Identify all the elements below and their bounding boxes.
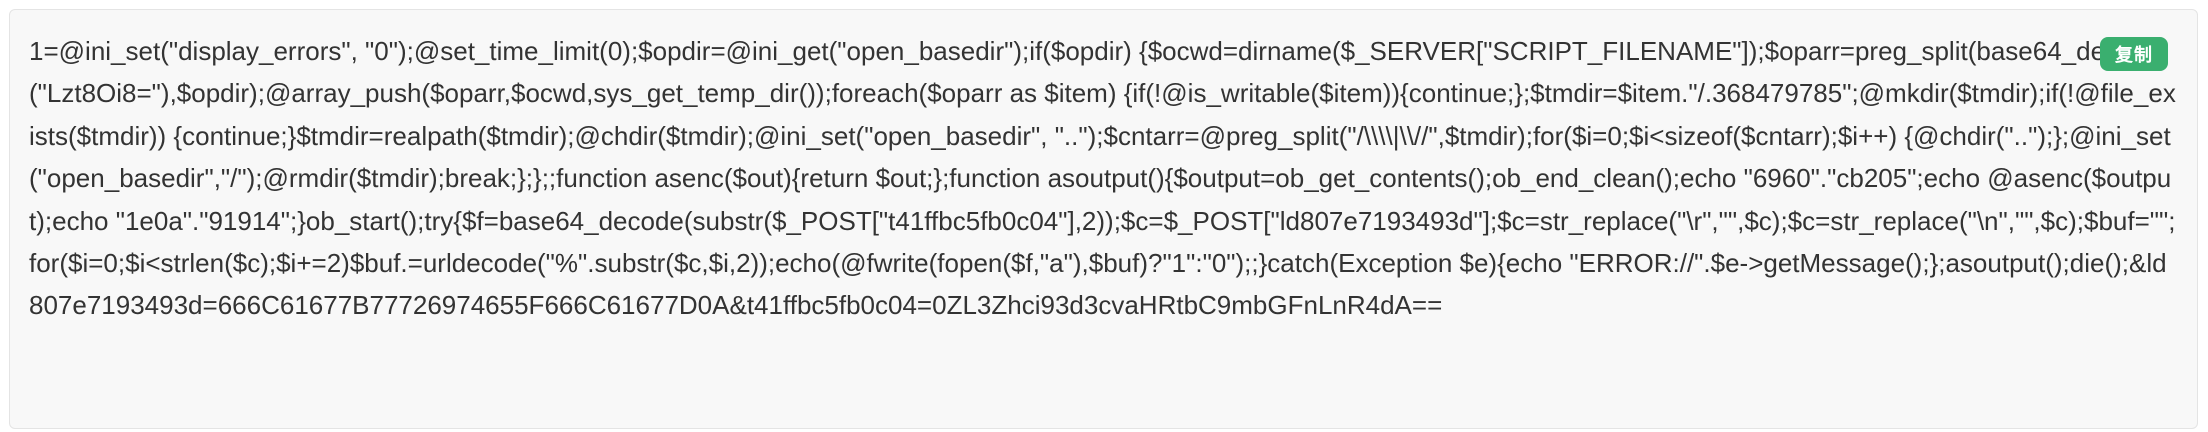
copy-button[interactable]: 复制: [2100, 37, 2168, 71]
code-text: 1=@ini_set("display_errors", "0");@set_t…: [29, 36, 2176, 321]
code-block: 1=@ini_set("display_errors", "0");@set_t…: [9, 9, 2198, 429]
